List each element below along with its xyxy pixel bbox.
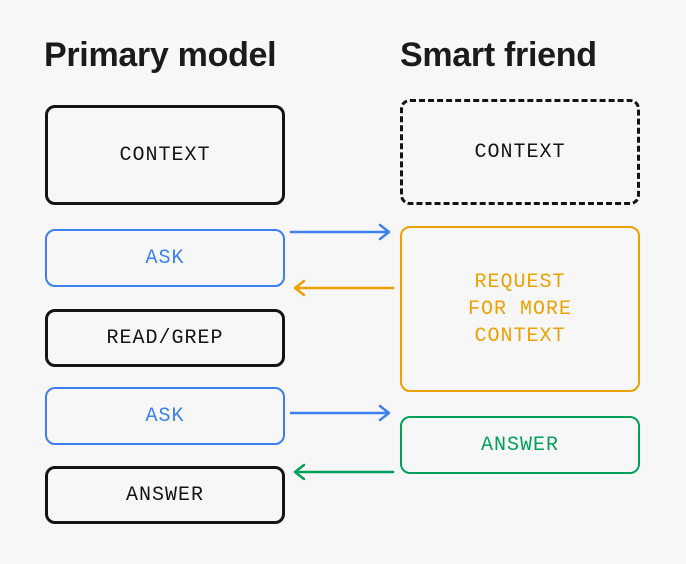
node-primary-ask-1: ASK — [45, 229, 285, 287]
node-primary-context: CONTEXT — [45, 105, 285, 205]
column-title-smart-friend: Smart friend — [400, 36, 597, 74]
node-primary-read-grep: READ/GREP — [45, 309, 285, 367]
arrow-ask-to-request-icon — [290, 223, 391, 241]
arrow-request-to-ask-icon — [293, 279, 394, 297]
arrow-ask-to-answer-icon — [290, 404, 391, 422]
column-title-primary-model: Primary model — [44, 36, 277, 74]
arrow-answer-to-primary-icon — [293, 463, 394, 481]
node-friend-answer: ANSWER — [400, 416, 640, 474]
node-friend-context: CONTEXT — [400, 99, 640, 205]
node-friend-request-for-more-context: REQUEST FOR MORE CONTEXT — [400, 226, 640, 392]
node-primary-answer: ANSWER — [45, 466, 285, 524]
node-primary-ask-2: ASK — [45, 387, 285, 445]
